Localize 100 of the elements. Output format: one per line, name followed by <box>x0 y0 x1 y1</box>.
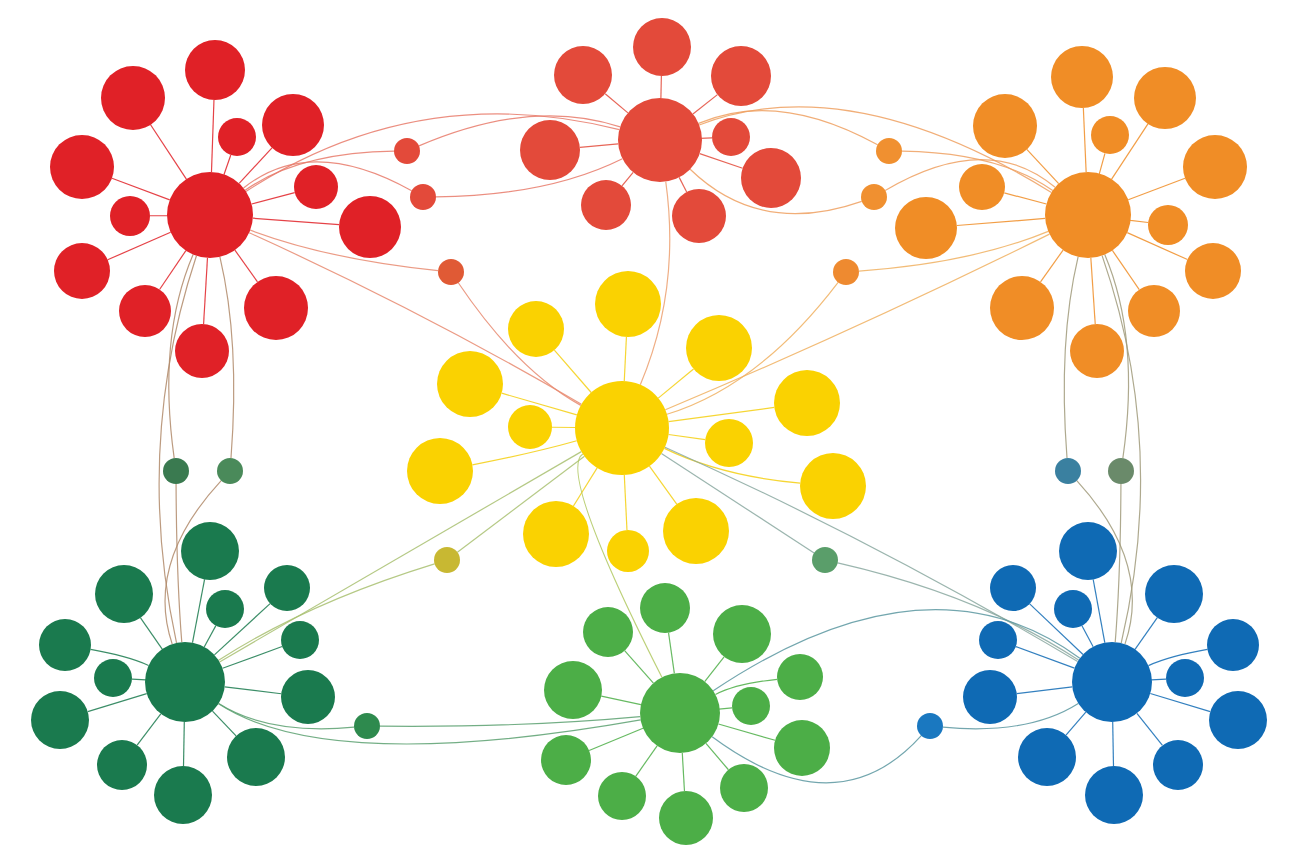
connector-line <box>244 150 395 191</box>
connector-line <box>1016 686 1073 695</box>
circle-node <box>523 501 589 567</box>
connector-line <box>714 678 778 696</box>
connector-line <box>551 426 576 429</box>
connector-line <box>635 745 658 777</box>
connector-line <box>1134 617 1158 650</box>
connector-line <box>218 702 355 730</box>
connector-line <box>242 161 413 192</box>
connector-line <box>1129 219 1149 224</box>
connector-line <box>579 143 619 148</box>
connector-line <box>884 158 1056 191</box>
connector-line <box>1126 232 1189 261</box>
circle-node <box>640 673 720 753</box>
circle-node <box>1209 691 1267 749</box>
connector-line <box>663 447 801 484</box>
connector-line <box>139 617 163 650</box>
circle-node <box>94 659 132 697</box>
connector-line <box>678 176 688 193</box>
connector-line <box>572 467 598 507</box>
circle-node <box>281 621 319 659</box>
connector-line <box>418 115 621 147</box>
connector-line <box>249 229 439 272</box>
connector-line <box>660 75 662 99</box>
connector-line <box>238 147 273 184</box>
connector-line <box>182 721 185 767</box>
connector-line <box>666 281 839 415</box>
circle-node <box>508 405 552 449</box>
connector-line <box>219 451 582 663</box>
circle-node <box>95 565 153 623</box>
circle-node <box>959 164 1005 210</box>
connector-line <box>1149 692 1211 713</box>
circle-node <box>741 148 801 208</box>
connector-line <box>623 336 627 382</box>
connector-line <box>1039 249 1064 283</box>
connector-line <box>203 257 209 325</box>
circle-node <box>206 590 244 628</box>
circle-node <box>154 766 212 824</box>
connector-line <box>1029 603 1084 656</box>
circle-node <box>575 381 669 475</box>
connector-line <box>111 177 171 201</box>
connector-line <box>210 99 215 173</box>
connector-line <box>136 713 162 746</box>
connector-line <box>217 703 642 745</box>
circle-node <box>1055 458 1081 484</box>
connector-line <box>648 465 678 505</box>
circle-node <box>217 458 243 484</box>
connector-line <box>1063 256 1079 459</box>
circle-node <box>163 458 189 484</box>
connector-line <box>456 455 586 553</box>
connector-line <box>639 181 671 386</box>
connector-line <box>1127 177 1186 201</box>
circle-node <box>175 324 229 378</box>
connector-line <box>901 150 1054 192</box>
connector-line <box>379 716 641 727</box>
circle-node <box>1054 590 1092 628</box>
circle-node <box>1072 642 1152 722</box>
connector-line <box>87 693 148 713</box>
connector-line <box>218 563 436 661</box>
connector-line <box>1026 148 1060 185</box>
connector-line <box>657 368 695 399</box>
circle-node <box>227 728 285 786</box>
connector-line <box>203 625 217 648</box>
circle-node <box>1085 766 1143 824</box>
connector-line <box>1112 721 1115 767</box>
connector-line <box>624 650 655 684</box>
connector-line <box>159 250 187 291</box>
connector-line <box>213 603 271 656</box>
circle-node <box>618 98 702 182</box>
circle-node <box>1108 458 1134 484</box>
connector-line <box>667 433 706 441</box>
connector-line <box>1092 578 1106 644</box>
circle-node <box>119 285 171 337</box>
connector-line <box>1015 645 1076 669</box>
circle-node <box>181 522 239 580</box>
circle-node <box>54 243 110 299</box>
circle-node <box>1070 324 1124 378</box>
circle-node <box>1059 522 1117 580</box>
connector-line <box>168 253 194 459</box>
circle-node <box>1018 728 1076 786</box>
circle-node <box>812 547 838 573</box>
connector-line <box>90 648 150 667</box>
circle-node <box>354 713 380 739</box>
connector-line <box>457 282 582 406</box>
connector-line <box>191 578 206 644</box>
circle-node <box>185 40 245 100</box>
connector-line <box>705 742 729 771</box>
circle-node <box>990 565 1036 611</box>
circle-node <box>973 94 1037 158</box>
connector-line <box>219 256 235 459</box>
circle-node <box>554 46 612 104</box>
connector-line <box>107 231 172 261</box>
connector-line <box>164 479 222 645</box>
connector-line <box>221 645 283 669</box>
connector-line <box>252 217 340 226</box>
connector-line <box>623 474 628 531</box>
connector-line <box>704 656 725 683</box>
connector-line <box>712 609 1081 692</box>
circle-node <box>672 189 726 243</box>
connector-line <box>1111 249 1140 291</box>
